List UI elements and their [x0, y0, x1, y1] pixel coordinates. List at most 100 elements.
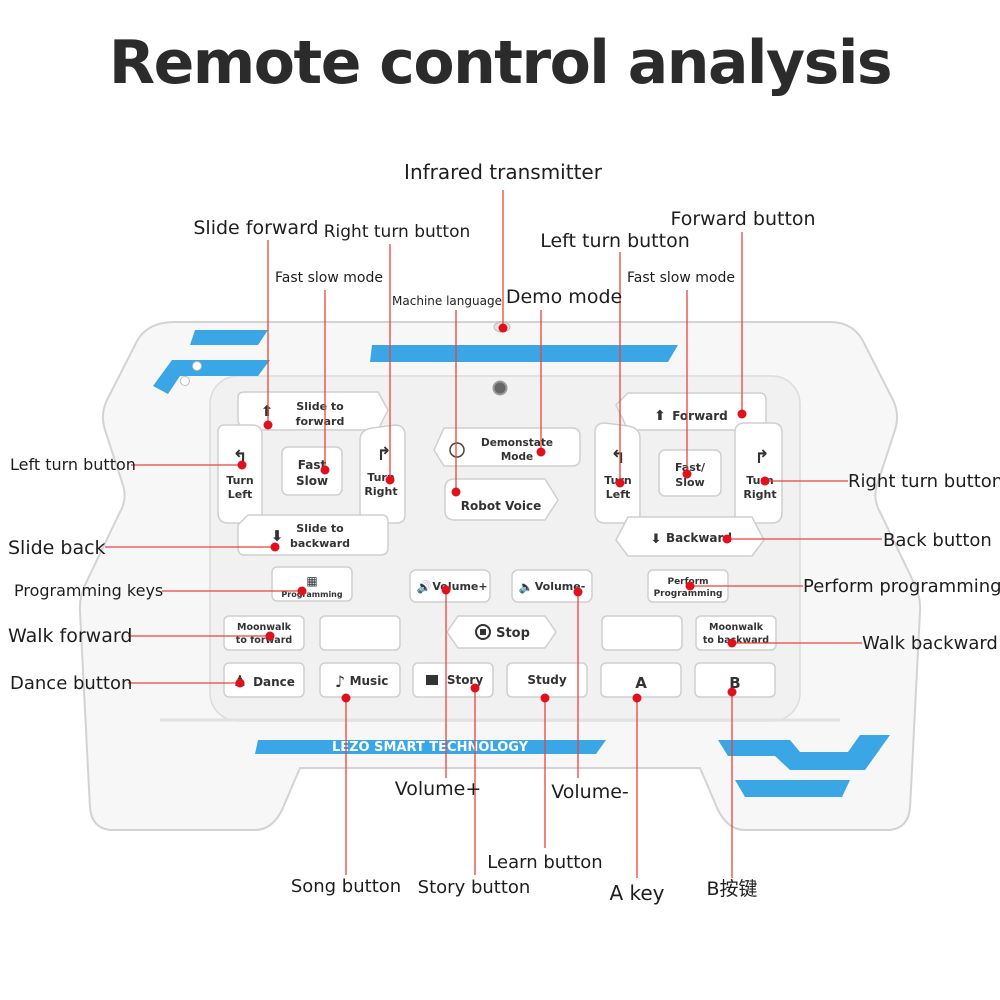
callout-learn-button: Learn button: [487, 852, 602, 873]
turn-right-label-2: Right: [364, 485, 397, 498]
moonwalk-forward-key[interactable]: Moonwalk to forward: [223, 615, 305, 651]
b-key[interactable]: B: [694, 662, 776, 698]
fast-slow-key-right[interactable]: Fast/ Slow: [658, 449, 722, 497]
volume-up-key[interactable]: 🔊 Volume+: [409, 569, 491, 603]
moonwalk-forward-label-2: to forward: [236, 635, 292, 646]
turn-left-label-1: Turn: [226, 474, 253, 487]
callout-perform-programming: Perform programming: [803, 576, 1000, 597]
a-key-label: A: [635, 674, 647, 692]
turn-left-label-2: Left: [228, 488, 253, 501]
moonwalk-forward-label-1: Moonwalk: [237, 622, 292, 633]
up-arrow-icon: ⬆: [654, 408, 666, 424]
story-label: Story: [447, 673, 484, 687]
callout-dots: [235, 323, 770, 703]
backward-key[interactable]: ⬇ Backward: [615, 516, 765, 557]
forward-label: Forward: [672, 409, 728, 423]
callout-walk-forward: Walk forward: [8, 625, 132, 647]
turn-left-key-right[interactable]: ↰ Turn Left: [594, 422, 641, 524]
brand-text: LEZO SMART TECHNOLOGY: [332, 740, 529, 755]
callout-dance-button: Dance button: [10, 673, 132, 694]
moonwalk-backward-key[interactable]: Moonwalk to backward: [695, 615, 777, 651]
slide-backward-label-1: Slide to: [296, 522, 344, 535]
callout-back-button: Back button: [883, 530, 992, 551]
slide-forward-key[interactable]: ⬆ Slide to forward: [237, 391, 389, 431]
fast-slow-label-1: Fast: [298, 458, 327, 472]
book-icon: [426, 675, 438, 685]
programming-label: Programming: [281, 590, 342, 599]
music-key[interactable]: ♪ Music: [319, 662, 401, 698]
callout-slide-back: Slide back: [8, 537, 106, 559]
dance-key[interactable]: ♟ Dance: [223, 662, 305, 698]
stop-key[interactable]: Stop: [446, 615, 557, 649]
volume-up-label: Volume+: [432, 580, 487, 593]
forward-key[interactable]: ⬆ Forward: [615, 392, 767, 431]
stop-label: Stop: [496, 626, 530, 641]
speaker-icon: 🔈: [519, 580, 534, 594]
slide-forward-label-1: Slide to: [296, 400, 344, 413]
turn-right-key-right[interactable]: ↱ Turn Right: [734, 422, 783, 524]
fast-slow-label-2: Slow: [675, 476, 704, 489]
turn-right-arrow-icon: ↱: [754, 447, 769, 468]
speaker-icon: 🔊: [417, 579, 432, 594]
callout-a-key: A key: [609, 881, 664, 905]
stop-icon-square: [480, 629, 486, 635]
slide-backward-key[interactable]: ⬇ Slide to backward: [237, 514, 389, 556]
callout-infrared-transmitter: Infrared transmitter: [404, 160, 603, 184]
turn-right-key-left[interactable]: ↱ Turn Right: [359, 424, 406, 524]
perform-label-2: Programming: [654, 589, 723, 599]
callout-story-button: Story button: [418, 877, 531, 898]
callout-fast-slow-right: Fast slow mode: [627, 270, 735, 286]
backward-label: Backward: [666, 531, 732, 545]
turn-left-label-2: Left: [606, 488, 631, 501]
robot-voice-key[interactable]: Robot Voice: [444, 478, 559, 521]
turn-right-label-2: Right: [743, 488, 776, 501]
down-arrow-icon: ⬇: [651, 532, 662, 547]
callout-song-button: Song button: [291, 876, 401, 897]
callout-slide-forward: Slide forward: [193, 217, 318, 239]
callout-machine-language: Machine language: [392, 294, 502, 308]
demo-mode-key[interactable]: Demonstate Mode: [433, 427, 581, 467]
b-key-label: B: [729, 674, 740, 692]
demo-label-1: Demonstate: [481, 437, 553, 449]
callout-volume-minus: Volume-: [551, 781, 629, 803]
fast-slow-key-left[interactable]: Fast Slow: [281, 446, 343, 496]
slide-backward-label-2: backward: [290, 537, 350, 550]
up-arrow-icon: ⬆: [261, 402, 274, 420]
callout-programming-keys: Programming keys: [14, 581, 163, 600]
study-key[interactable]: Study: [506, 662, 588, 698]
slide-forward-label-2: forward: [296, 415, 345, 428]
turn-left-arrow-icon: ↰: [610, 447, 625, 468]
turn-left-key-left[interactable]: ↰ Turn Left: [217, 424, 263, 524]
leader-lines: [105, 190, 882, 878]
music-note-icon: ♪: [335, 672, 345, 691]
programming-key[interactable]: ▦ Programming: [271, 566, 353, 602]
callout-left-turn-top: Left turn button: [540, 230, 690, 252]
volume-down-key[interactable]: 🔈 Volume-: [511, 569, 593, 603]
robot-voice-label: Robot Voice: [461, 499, 541, 513]
demo-label-2: Mode: [501, 451, 533, 463]
story-key[interactable]: Story: [412, 662, 494, 698]
remote-body: LEZO SMART TECHNOLOGY: [78, 321, 922, 831]
fast-slow-label-2: Slow: [296, 474, 328, 488]
volume-down-label: Volume-: [535, 580, 586, 593]
down-arrow-icon: ⬇: [271, 527, 284, 545]
a-key[interactable]: A: [600, 662, 682, 698]
callout-left-turn-side: Left turn button: [10, 455, 136, 474]
blank-key-right[interactable]: [601, 615, 683, 651]
film-reel-icon: [449, 442, 465, 458]
stop-icon: [475, 624, 491, 640]
callout-forward-button: Forward button: [670, 208, 815, 230]
callout-right-turn-side: Right turn button: [848, 471, 1000, 492]
moonwalk-backward-label-1: Moonwalk: [709, 622, 764, 633]
windows-icon: ▦: [306, 574, 317, 588]
callout-fast-slow-left: Fast slow mode: [275, 270, 383, 286]
dance-label: Dance: [253, 675, 295, 689]
callout-b-key: B按键: [706, 878, 757, 900]
study-label: Study: [527, 673, 567, 687]
callout-demo-mode: Demo mode: [506, 286, 622, 308]
page-title: Remote control analysis: [108, 28, 893, 98]
blank-key-left[interactable]: [319, 615, 401, 651]
turn-right-arrow-icon: ↱: [376, 444, 391, 465]
callout-volume-plus: Volume+: [395, 778, 482, 800]
